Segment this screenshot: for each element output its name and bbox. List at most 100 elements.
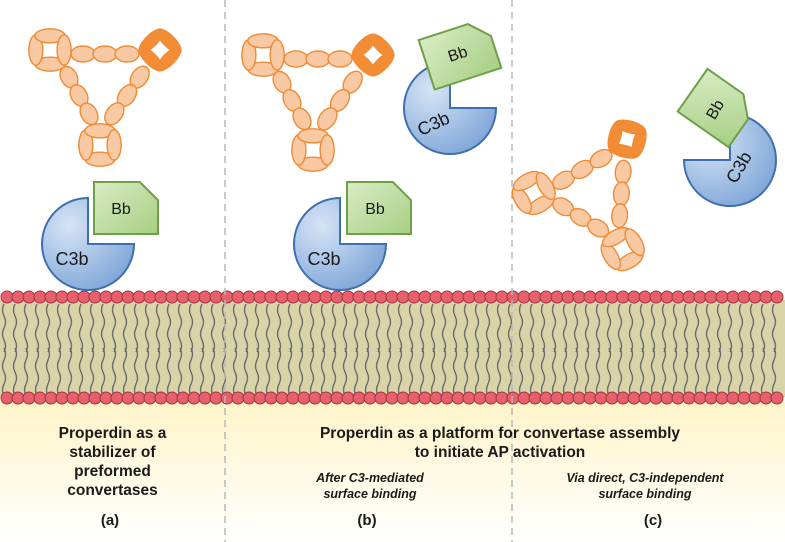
lipid-head: [88, 290, 102, 304]
c3b-shape: [403, 60, 498, 155]
lipid-head: [33, 290, 47, 304]
bb-b-float: [417, 23, 503, 91]
lipid-head: [616, 290, 630, 304]
lipid-head: [715, 290, 729, 304]
properdin-b: [241, 33, 395, 172]
lipid-head: [374, 290, 388, 304]
lipid-head: [407, 391, 421, 405]
lipid-head: [638, 290, 652, 304]
lipid-head: [363, 391, 377, 405]
lipid-head: [594, 290, 608, 304]
caption-band: [0, 402, 785, 542]
lipid-head: [517, 290, 531, 304]
subcaption-panel-b: After C3-mediated surface binding: [316, 471, 424, 501]
lipid-head: [561, 290, 575, 304]
lipid-head: [11, 391, 25, 405]
lipid-head: [583, 391, 597, 405]
lipid-head: [550, 391, 564, 405]
properdin-domain: [319, 134, 335, 166]
lipid-head: [264, 290, 278, 304]
lipid-head: [539, 391, 553, 405]
lipid-head: [22, 290, 36, 304]
lipid-head: [649, 391, 663, 405]
lipid-head: [176, 290, 190, 304]
panel-label-b: (b): [357, 512, 377, 529]
bb-b: [346, 181, 412, 235]
properdin-domain: [327, 50, 353, 68]
lipid-head: [396, 290, 410, 304]
lipid-head: [143, 391, 157, 405]
lipid-head: [341, 290, 355, 304]
panel-label-c: (c): [643, 512, 663, 529]
lipid-head: [759, 290, 773, 304]
lipid-head: [154, 391, 168, 405]
lipid-head: [44, 290, 58, 304]
lipid-head: [77, 290, 91, 304]
lipid-head: [187, 391, 201, 405]
lipid-head: [737, 391, 751, 405]
lipid-head: [44, 391, 58, 405]
lipid-head: [319, 391, 333, 405]
lipid-head: [275, 391, 289, 405]
lipid-head: [231, 290, 245, 304]
lipid-head: [176, 391, 190, 405]
panel-label-a: (a): [100, 512, 120, 529]
lipid-head: [572, 290, 586, 304]
properdin-c: [511, 119, 647, 272]
lipid-head: [561, 391, 575, 405]
lipid-head: [572, 391, 586, 405]
bb-shape: [346, 181, 412, 235]
lipid-head: [0, 391, 14, 405]
lipid-head: [66, 290, 80, 304]
lipid-head: [726, 290, 740, 304]
lipid-head: [242, 290, 256, 304]
lipid-head: [143, 290, 157, 304]
lipid-head: [539, 290, 553, 304]
lipid-head: [484, 290, 498, 304]
lipid-head: [484, 391, 498, 405]
lipid-head: [715, 391, 729, 405]
lipid-head: [374, 391, 388, 405]
properdin-domain: [317, 107, 338, 131]
lipid-head: [22, 391, 36, 405]
lipid-head: [506, 290, 520, 304]
properdin-domain: [614, 119, 646, 135]
lipid-head: [231, 391, 245, 405]
properdin-domain: [535, 172, 556, 201]
lipid-head: [121, 391, 135, 405]
lipid-head: [429, 391, 443, 405]
lipid-head: [55, 391, 69, 405]
lipid-head: [110, 290, 124, 304]
lipid-head: [671, 391, 685, 405]
lipid-head: [88, 391, 102, 405]
lipid-head: [330, 391, 344, 405]
lipid-head: [737, 290, 751, 304]
lipid-head: [352, 290, 366, 304]
properdin-domain: [283, 50, 309, 68]
bb-c: [676, 67, 749, 149]
properdin-domain: [624, 228, 645, 257]
lipid-head: [528, 391, 542, 405]
lipid-head: [451, 290, 465, 304]
lipid-head: [627, 290, 641, 304]
lipid-head: [583, 290, 597, 304]
lipid-head: [187, 290, 201, 304]
properdin-domain: [589, 148, 613, 169]
lipid-head: [770, 391, 784, 405]
subcaption-panel-c: Via direct, C3-independent surface bindi…: [566, 471, 724, 501]
lipid-head: [462, 391, 476, 405]
properdin-a: [28, 28, 182, 167]
lipid-head: [682, 290, 696, 304]
c3b-shape: [41, 196, 136, 291]
c3b-b: [293, 196, 388, 291]
lipid-head: [297, 290, 311, 304]
lipid-head: [330, 290, 344, 304]
properdin-domain: [369, 33, 395, 59]
lipid-head: [495, 391, 509, 405]
lipid-head: [429, 290, 443, 304]
lipid-head: [704, 290, 718, 304]
lipid-head: [682, 391, 696, 405]
properdin-domain: [156, 28, 182, 54]
lipid-head: [396, 391, 410, 405]
